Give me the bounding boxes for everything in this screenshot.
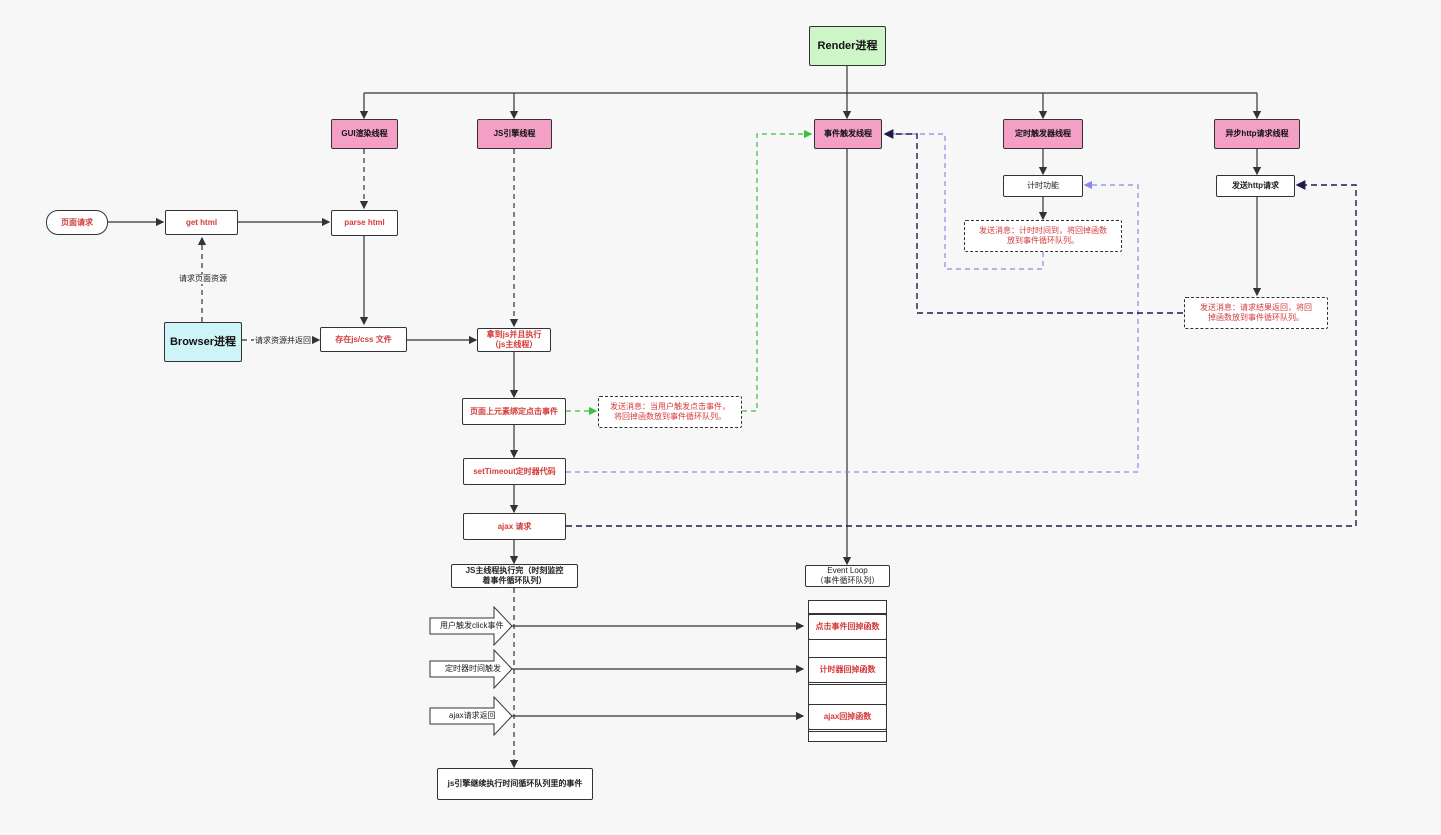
timer-message-path [566, 129, 1139, 473]
click-trigger-label: 用户触发click事件 [440, 621, 504, 630]
click-trigger-arrow [429, 605, 513, 647]
set-timeout-code-node: setTimeout定时器代码 [463, 458, 566, 485]
save-js-css-node: 存在js/css 文件 [320, 327, 407, 352]
http-message-node: 发送消息：请求结果返回，将回掉函数放到事件循环队列。 [1184, 297, 1328, 329]
queue-ajax-callback: ajax回掉函数 [808, 704, 887, 730]
event-trigger-thread-node: 事件触发线程 [814, 119, 882, 149]
click-message-path [566, 129, 813, 416]
js-continue-event-loop-node: js引擎继续执行时间循环队列里的事件 [437, 768, 593, 800]
gui-render-thread-node: GUI渲染线程 [331, 119, 398, 149]
browser-process-node: Browser进程 [164, 322, 242, 362]
ajax-trigger-label: ajax请求返回 [449, 711, 496, 720]
timer-trigger-label: 定时器时间触发 [445, 664, 501, 673]
bind-click-event-node: 页面上元素绑定点击事件 [462, 398, 566, 425]
render-process-node: Render进程 [809, 26, 886, 66]
parse-html-node: parse html [331, 210, 398, 236]
request-resource-return-label: 请求资源并返回 [254, 336, 312, 346]
js-main-thread-done-node: JS主线程执行完（时刻监控着事件循环队列） [451, 564, 578, 588]
queue-click-callback: 点击事件回掉函数 [808, 614, 887, 640]
ajax-request-node: ajax 请求 [463, 513, 566, 540]
get-js-execute-node: 拿到js并且执行 （js主线程） [477, 328, 551, 352]
send-http-request-node: 发送http请求 [1216, 175, 1295, 197]
get-html-node: get html [165, 210, 238, 235]
timer-function-node: 计时功能 [1003, 175, 1083, 197]
ajax-trigger-arrow [429, 695, 513, 737]
render-bus [359, 66, 1262, 120]
request-page-resource-label: 请求页面资源 [178, 274, 228, 284]
async-http-thread-node: 异步http请求线程 [1214, 119, 1300, 149]
trigger-lines [512, 621, 805, 721]
timer-trigger-thread-node: 定时触发器线程 [1003, 119, 1083, 149]
js-engine-thread-node: JS引擎线程 [477, 119, 552, 149]
page-request-node: 页面请求 [46, 210, 108, 235]
timer-trigger-arrow [429, 648, 513, 690]
event-loop-node: Event Loop （事件循环队列） [805, 565, 890, 587]
timer-message-node: 发送消息：计时时间到，将回掉函数放到事件循环队列。 [964, 220, 1122, 252]
click-message-node: 发送消息：当用户触发点击事件，将回掉函数放到事件循环队列。 [598, 396, 742, 428]
http-message-path [566, 129, 1357, 527]
queue-timer-callback: 计时器回掉函数 [808, 657, 887, 683]
gui-column-lines [108, 149, 478, 345]
timer-http-lines [1038, 149, 1262, 297]
